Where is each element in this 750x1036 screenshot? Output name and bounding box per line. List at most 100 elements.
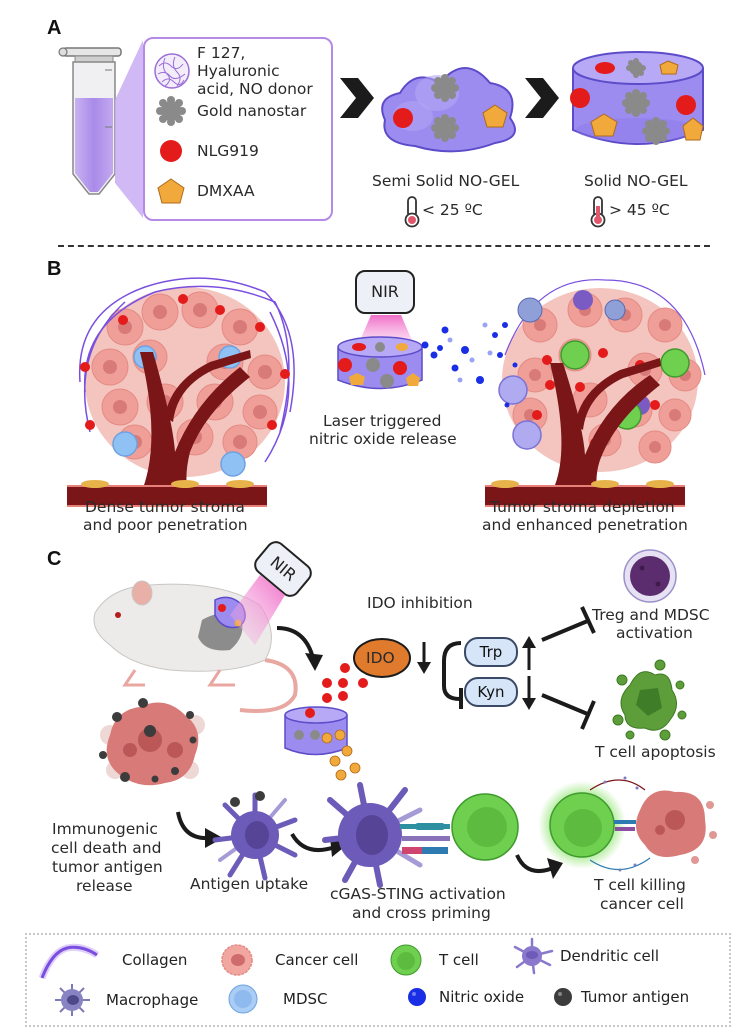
depletion-caption-line2: and enhanced penetration [482,516,688,534]
icd-caption-line1: Immunogenic [52,820,158,838]
t-cell-icon [451,793,519,861]
thermometer-icon [404,196,420,228]
collagen-icon [38,943,99,980]
gold-nanostar-icon [156,96,186,126]
ido-inhibition-title: IDO inhibition [367,594,473,612]
red-circle-icon [160,140,182,162]
dendritic-cell-legend-icon [513,937,554,975]
legend-label-nitric-oxide: Nitric oxide [439,988,525,1006]
panel-c-label: C [47,548,62,570]
legend-row-nlg919: NLG919 [153,136,259,166]
cell-legend-box: Collagen Cancer cell T cell Dendritic ce… [25,933,731,1027]
curved-arrow-icon [276,626,323,671]
dense-stroma-caption-line1: Dense tumor stroma [85,498,245,516]
up-arrow-icon [522,636,536,670]
legend-item-nitric-oxide: Nitric oxide [405,985,524,1009]
solid-caption: Solid NO-GEL [584,172,688,190]
icd-caption-line2: cell death and [51,839,162,857]
down-arrow-icon [522,676,536,710]
t-cell-legend-icon [390,944,422,976]
microcentrifuge-tube-icon [58,47,122,195]
dense-stroma-caption-line2: and poor penetration [83,516,248,534]
icd-caption-line4: release [76,877,133,895]
legend-item-cancer-cell: Cancer cell [219,943,358,977]
kyn-node: Kyn [464,677,518,707]
legend-label-tumor-antigen: Tumor antigen [581,988,690,1006]
icd-caption-line3: tumor antigen [52,858,163,876]
down-arrow-icon [417,642,431,674]
nanostar-label: Gold nanostar [197,102,307,120]
activated-dendritic-cell-icon [322,782,450,888]
inhibition-line-apoptosis [541,693,596,730]
depletion-caption-line1: Tumor stroma depletion [490,498,675,516]
panel-a-label: A [47,17,62,39]
solid-gel-illustration [570,51,704,145]
legend-item-macrophage: Macrophage [52,982,198,1018]
legend-label-collagen: Collagen [122,951,188,969]
inhibition-bracket [442,641,463,709]
dmxaa-label: DMXAA [197,182,255,200]
legend-item-tumor-antigen: Tumor antigen [551,985,689,1009]
polymer-label-line2: acid, NO donor [197,80,313,98]
chevron-right-icon [340,78,374,118]
ido-node-label: IDO [366,649,395,667]
legend-item-mdsc: MDSC [227,983,328,1015]
apoptotic-t-cell-icon [612,659,687,741]
killing-caption-line2: cancer cell [600,895,684,913]
legend-item-t-cell: T cell [389,943,479,977]
laser-caption-line1: Laser triggered [323,412,442,430]
cancer-cell-icon [221,944,253,976]
nlg919-label: NLG919 [197,142,259,160]
components-legend-box: F 127, Hyaluronic acid, NO donor Gold na… [143,37,333,221]
chevron-right-icon [525,78,559,118]
mdsc-icon [228,984,258,1014]
semi-solid-caption: Semi Solid NO-GEL [372,172,520,190]
gel-release-illustration [284,663,368,781]
depleted-tumor-illustration [485,279,706,507]
sting-caption-line1: cGAS-STING activation [330,885,506,903]
semi-solid-temperature: < 25 ºC [422,201,483,219]
treg-caption-line2: activation [616,624,693,642]
laser-caption-line2: nitric oxide release [309,430,457,448]
nir-beam [230,575,285,645]
legend-row-polymer: F 127, Hyaluronic acid, NO donor [153,44,331,98]
section-divider [58,245,710,247]
zoom-connector [115,40,143,218]
trp-node: Trp [464,637,518,667]
tumor-antigen-icon [554,988,572,1006]
legend-row-nanostar: Gold nanostar [153,95,306,127]
killer-t-cell-icon [538,776,717,872]
treg-cell-icon [623,549,677,603]
curved-arrow-icon [515,854,563,879]
panel-b-label: B [47,258,62,280]
treg-caption-line1: Treg and MDSC [592,606,710,624]
nir-laser-box: NIR [355,270,415,314]
legend-label-t-cell: T cell [439,951,479,969]
solid-temperature: > 45 ºC [609,201,670,219]
macrophage-icon [55,984,90,1016]
sting-caption-line2: and cross priming [352,904,491,922]
legend-label-dendritic-cell: Dendritic cell [560,947,660,965]
apoptosis-caption: T cell apoptosis [595,743,716,761]
legend-row-dmxaa: DMXAA [153,175,255,207]
nitric-oxide-icon [408,988,426,1006]
polymer-mesh-icon [154,53,190,89]
legend-item-collagen: Collagen [37,940,187,980]
ido-ellipse [353,638,411,678]
immunogenic-cell-death-illustration [99,698,205,786]
killing-caption-line1: T cell killing [594,876,686,894]
legend-label-macrophage: Macrophage [106,991,199,1009]
legend-item-dendritic-cell: Dendritic cell [512,937,659,975]
orange-pentagon-icon [157,178,185,204]
semi-solid-gel-illustration [381,67,516,153]
gel-cylinder-icon [337,336,423,390]
curved-arrow-icon [290,832,348,857]
legend-label-mdsc: MDSC [283,990,328,1008]
inhibition-line-treg [541,606,596,642]
legend-label-cancer-cell: Cancer cell [275,951,359,969]
polymer-label-line1: F 127, Hyaluronic [197,44,280,80]
dendritic-cell-icon [212,791,298,881]
uptake-caption: Antigen uptake [190,875,309,893]
thermometer-icon [590,196,606,228]
dense-tumor-illustration [67,277,295,507]
